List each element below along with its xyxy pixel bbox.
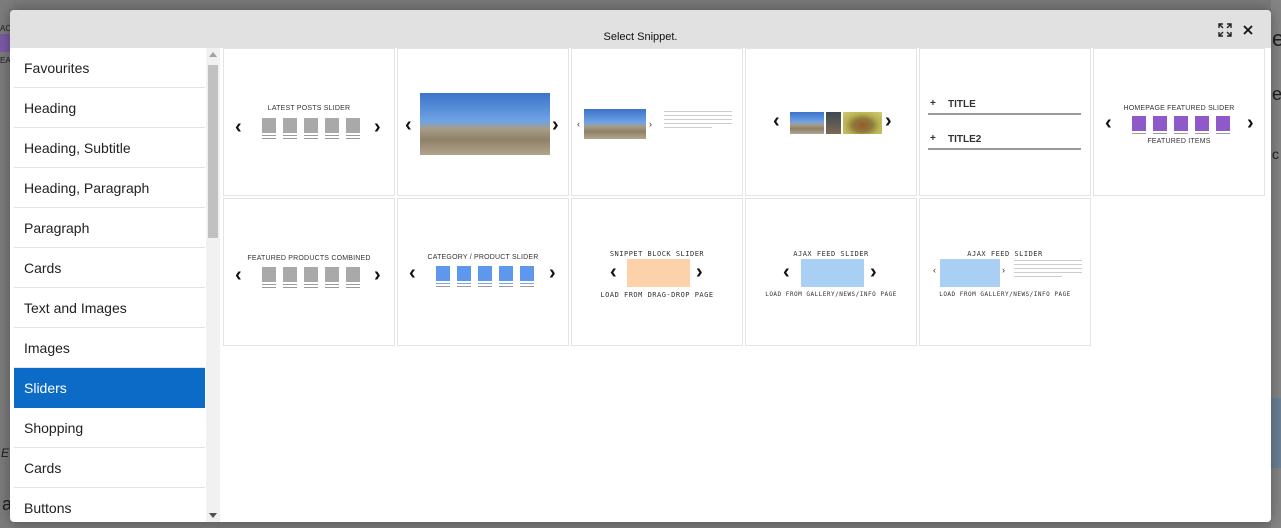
chevron-right-icon: › — [696, 261, 703, 283]
category-list: Favourites Heading Heading, Subtitle Hea… — [14, 48, 205, 522]
divider — [928, 148, 1081, 150]
category-item-favourites[interactable]: Favourites — [14, 48, 205, 88]
chevron-left-icon: ‹ — [783, 261, 790, 283]
plus-icon: + — [930, 98, 936, 109]
dialog-header: Select Snippet. — [10, 10, 1271, 48]
chevron-right-icon: › — [649, 119, 652, 129]
chevron-left-icon: ‹ — [235, 116, 242, 138]
chevron-left-icon: ‹ — [405, 114, 412, 136]
snippet-homepage-featured-slider[interactable]: HOMEPAGE FEATURED SLIDER ‹ › FEATURED IT… — [1093, 48, 1265, 196]
scroll-up-arrow-icon[interactable] — [209, 52, 217, 57]
title-text: TITLE — [948, 99, 976, 110]
background-text: AC — [0, 24, 12, 33]
slide-image — [420, 93, 550, 155]
snippet-image-slider[interactable]: ‹ › — [397, 48, 569, 196]
category-item-heading-paragraph[interactable]: Heading, Paragraph — [14, 168, 205, 208]
snippet-latest-posts-slider[interactable]: LATEST POSTS SLIDER ‹ › — [223, 48, 395, 196]
background-right-strip — [1271, 0, 1281, 528]
snippet-label: AJAX FEED SLIDER — [967, 250, 1043, 258]
scrollbar-thumb[interactable] — [208, 65, 218, 238]
close-button[interactable] — [1237, 19, 1259, 41]
text-placeholder — [1014, 260, 1082, 280]
expand-icon — [1218, 23, 1232, 37]
slide-image-2 — [826, 112, 841, 134]
scroll-down-arrow-icon[interactable] — [209, 513, 217, 518]
background-text: e — [1272, 84, 1281, 104]
snippet-label: AJAX FEED SLIDER — [793, 250, 869, 258]
snippet-label: FEATURED PRODUCTS COMBINED — [247, 255, 371, 262]
select-snippet-dialog: Select Snippet. Favourites Heading Headi… — [10, 10, 1271, 522]
feed-placeholder — [940, 259, 1000, 287]
slide-image — [584, 109, 646, 139]
snippet-sublabel: LOAD FROM GALLERY/NEWS/INFO PAGE — [765, 291, 897, 298]
category-item-paragraph[interactable]: Paragraph — [14, 208, 205, 248]
slide-image-1 — [790, 112, 824, 134]
chevron-right-icon: › — [374, 116, 381, 138]
chevron-right-icon: › — [870, 261, 877, 283]
chevron-right-icon: › — [1002, 265, 1005, 275]
category-item-cards-2[interactable]: Cards — [14, 448, 205, 488]
snippet-ajax-feed-text-slider[interactable]: AJAX FEED SLIDER ‹ › LOAD FROM GALLERY/N… — [919, 198, 1091, 346]
chevron-right-icon: › — [549, 262, 556, 284]
background-right-image — [1271, 398, 1281, 468]
chevron-left-icon: ‹ — [1105, 112, 1112, 134]
category-item-heading-subtitle[interactable]: Heading, Subtitle — [14, 128, 205, 168]
slide-image-3 — [843, 112, 882, 134]
snippet-sublabel: LOAD FROM GALLERY/NEWS/INFO PAGE — [939, 291, 1071, 298]
snippet-grid: LATEST POSTS SLIDER ‹ › ‹ › ‹ › — [223, 48, 1271, 522]
snippet-multi-image-slider[interactable]: ‹ › — [745, 48, 917, 196]
snippet-category-product-slider[interactable]: CATEGORY / PRODUCT SLIDER ‹ › — [397, 198, 569, 346]
category-scrollbar[interactable] — [206, 48, 220, 522]
close-icon — [1243, 25, 1253, 35]
chevron-left-icon: ‹ — [577, 119, 580, 129]
snippet-featured-products-combined[interactable]: FEATURED PRODUCTS COMBINED ‹ › — [223, 198, 395, 346]
plus-icon: + — [930, 133, 936, 144]
snippet-label: LATEST POSTS SLIDER — [267, 105, 351, 112]
chevron-left-icon: ‹ — [933, 265, 936, 275]
chevron-left-icon: ‹ — [235, 264, 242, 286]
background-text: E — [1, 446, 10, 460]
feed-placeholder — [801, 259, 864, 287]
maximize-button[interactable] — [1214, 19, 1236, 41]
category-item-cards[interactable]: Cards — [14, 248, 205, 288]
chevron-right-icon: › — [885, 110, 892, 132]
snippet-sublabel: FEATURED ITEMS — [1147, 138, 1211, 145]
category-item-sliders[interactable]: Sliders — [14, 368, 205, 408]
snippet-sublabel: LOAD FROM DRAG-DROP PAGE — [600, 291, 714, 299]
snippet-title-slider[interactable]: + TITLE + TITLE2 — [919, 48, 1091, 196]
category-item-heading[interactable]: Heading — [14, 88, 205, 128]
title-text: TITLE2 — [948, 134, 982, 145]
background-text: EA — [0, 56, 11, 65]
chevron-left-icon: ‹ — [773, 110, 780, 132]
dialog-title: Select Snippet. — [603, 31, 678, 43]
snippet-block-slider[interactable]: SNIPPET BLOCK SLIDER ‹ › LOAD FROM DRAG-… — [571, 198, 743, 346]
block-placeholder — [627, 259, 690, 287]
chevron-right-icon: › — [374, 264, 381, 286]
chevron-left-icon: ‹ — [610, 261, 617, 283]
category-item-shopping[interactable]: Shopping — [14, 408, 205, 448]
snippet-label: SNIPPET BLOCK SLIDER — [609, 250, 705, 258]
snippet-label: HOMEPAGE FEATURED SLIDER — [1123, 105, 1235, 112]
background-purple-block — [0, 34, 10, 52]
category-item-images[interactable]: Images — [14, 328, 205, 368]
divider — [928, 113, 1081, 115]
background-text: c — [1272, 146, 1279, 162]
category-item-text-and-images[interactable]: Text and Images — [14, 288, 205, 328]
chevron-right-icon: › — [1247, 112, 1254, 134]
chevron-left-icon: ‹ — [409, 262, 416, 284]
background-text: ea — [1272, 26, 1281, 51]
chevron-right-icon: › — [552, 114, 559, 136]
background-text: a — [2, 494, 13, 514]
snippet-image-text-slider[interactable]: ‹ › — [571, 48, 743, 196]
snippet-ajax-feed-slider[interactable]: AJAX FEED SLIDER ‹ › LOAD FROM GALLERY/N… — [745, 198, 917, 346]
category-item-buttons[interactable]: Buttons — [14, 488, 205, 522]
text-placeholder — [664, 111, 732, 131]
snippet-label: CATEGORY / PRODUCT SLIDER — [427, 254, 539, 261]
